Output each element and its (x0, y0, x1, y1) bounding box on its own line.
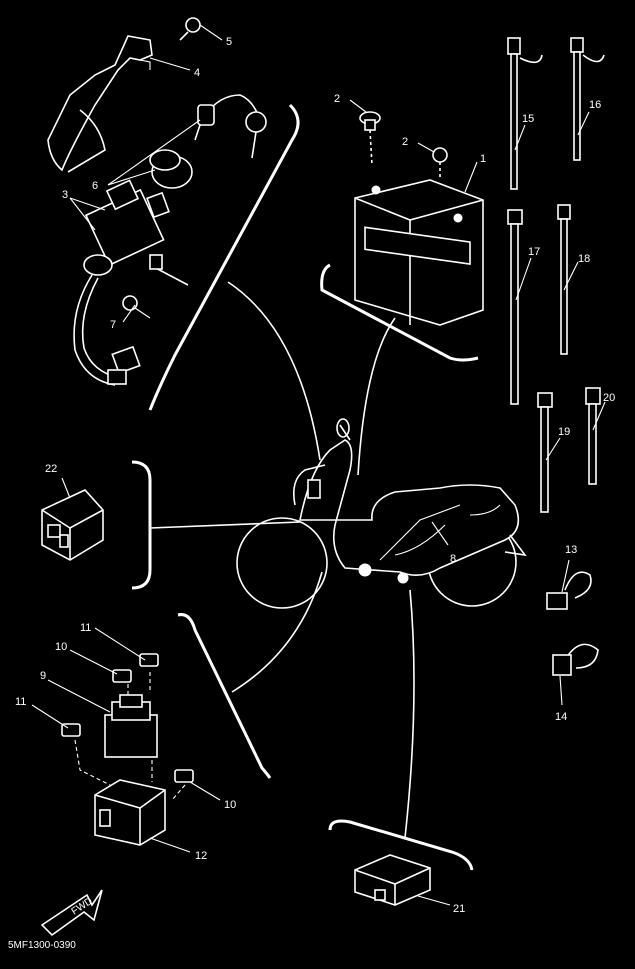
relay-cover-part-12 (94, 779, 166, 846)
bracket-ignition-group (148, 103, 300, 411)
control-unit-part-21 (354, 854, 431, 906)
callout-2a: 2 (334, 93, 340, 105)
callout-14: 14 (555, 711, 567, 723)
bracket-relay-group (177, 613, 272, 779)
ignition-switch-part-3 (73, 179, 189, 386)
callout-5: 5 (226, 36, 232, 48)
cable-tie-16 (570, 37, 605, 161)
cable-tie-20 (585, 387, 601, 485)
callout-22: 22 (45, 463, 57, 475)
callout-1: 1 (480, 153, 486, 165)
leader-lines (31, 24, 606, 906)
battery-screw-2b (432, 147, 448, 180)
callout-10a: 10 (55, 641, 67, 653)
cable-tie-19 (537, 392, 553, 513)
cable-tie-17 (507, 209, 523, 405)
callout-18: 18 (578, 253, 590, 265)
cover-part-4 (47, 35, 153, 173)
callout-20: 20 (603, 392, 615, 404)
fuse-part-10b (174, 769, 194, 783)
callout-11b: 11 (15, 696, 26, 708)
screw-part-7 (122, 295, 151, 319)
fwd-arrow-icon (40, 889, 103, 937)
callout-15: 15 (522, 113, 534, 125)
fuse-part-11a (139, 653, 159, 667)
callout-9: 9 (40, 670, 46, 682)
callout-6: 6 (92, 180, 98, 192)
bracket-unit-21 (328, 819, 474, 871)
callout-8: 8 (450, 553, 456, 565)
link-unit21-to-scooter (404, 589, 415, 839)
callout-4: 4 (194, 67, 200, 79)
bracket-battery-group (320, 263, 479, 362)
lock-cylinder-part-6 (146, 149, 193, 219)
callout-3: 3 (62, 189, 68, 201)
diagram-code: 5MF1300-0390 (8, 940, 76, 951)
screw-part-5 (179, 17, 201, 41)
front-wheel (236, 517, 328, 609)
callout-19: 19 (558, 426, 570, 438)
dashed-assembly-lines (74, 670, 186, 801)
connector-part-13 (546, 571, 592, 610)
link-ignition-to-scooter (227, 281, 321, 461)
bracket-flasher-22 (131, 460, 152, 590)
callout-13: 13 (565, 544, 577, 556)
callout-16: 16 (589, 99, 601, 111)
callout-21: 21 (453, 903, 465, 915)
connector-part-14 (552, 643, 599, 676)
cable-tie-18 (557, 204, 571, 355)
callout-17: 17 (528, 246, 540, 258)
relay-part-9 (104, 694, 158, 758)
fuse-part-10a (112, 669, 132, 683)
battery-part-1 (354, 179, 484, 326)
link-flasher-to-scooter (149, 521, 301, 529)
flasher-relay-part-22 (41, 489, 104, 561)
callout-10b: 10 (224, 799, 236, 811)
link-relay-to-scooter (231, 571, 323, 693)
scooter-outline (236, 418, 527, 609)
cable-tie-15 (507, 37, 543, 190)
battery-screw-2a (359, 111, 381, 166)
callout-11a: 11 (80, 622, 91, 634)
callout-12: 12 (195, 850, 207, 862)
callout-7: 7 (110, 319, 116, 331)
callout-2b: 2 (402, 136, 408, 148)
keys (194, 94, 267, 159)
link-battery-to-scooter (357, 317, 396, 476)
